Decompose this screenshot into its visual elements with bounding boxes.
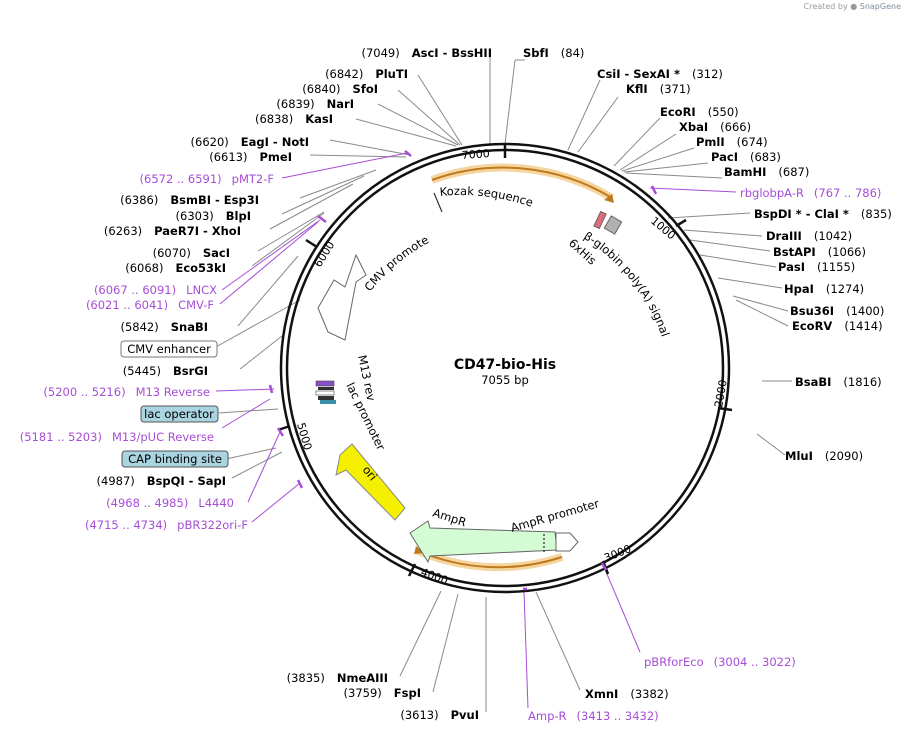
lac-operator-label: lac operator [144,407,214,421]
tick-label-6000: 6000 [312,239,338,270]
feature-shapes [315,192,623,564]
site-label: (5842)SnaBI [120,320,208,334]
primer-label: (5200 .. 5216)M13 Reverse [43,385,210,399]
site-labels-right: SbfI(84) CsiI - SexAI *(312) KflI(371) E… [523,46,892,701]
site-label: (6839)NarI [276,97,354,111]
site-label: (3759)FspI [344,686,421,700]
site-label: (6263)PaeR7I - XhoI [104,224,241,238]
primer-labels: (6572 .. 6591)pMT2-F (6067 .. 6091)LNCX … [20,172,882,723]
boxed-feature-labels: CMV enhancer lac operator CAP binding si… [120,340,229,468]
plasmid-length: 7055 bp [481,373,529,387]
site-label: (6620)EagI - NotI [191,135,309,149]
site-label: MluI(2090) [785,449,863,463]
primer-label: (6021 .. 6041)CMV-F [86,298,214,312]
site-label: (6386)BsmBI - Esp3I [120,193,259,207]
orf-arc-top-arrow-icon [604,194,614,203]
site-label: XmnI(3382) [585,687,669,701]
tick-label-7000: 7000 [461,147,490,162]
site-label: (3835)NmeAIII [287,671,388,685]
site-label: DraIII(1042) [766,229,852,243]
site-label: (6070)SacI [153,246,230,260]
site-label: BamHI(687) [724,165,809,179]
site-label: (6303)BlpI [176,209,251,223]
site-label: EcoRI(550) [660,105,739,119]
site-label: (3613)PvuI [400,708,479,722]
primer-label: rbglobpA-R(767 .. 786) [740,186,881,200]
site-label: XbaI(666) [679,120,751,134]
site-label: (4987)BspQI - SapI [97,474,226,488]
site-label: PacI(683) [711,150,781,164]
orf-arc-top [431,166,613,199]
ampr-promoter-label: AmpR promoter [509,496,601,535]
primer-label: (5181 .. 5203)M13/pUC Reverse [20,430,214,444]
site-label: HpaI(1274) [784,282,864,296]
primer-label: (4968 .. 4985)L4440 [106,496,234,510]
primer-label: (6572 .. 6591)pMT2-F [140,172,274,186]
plasmid-name: CD47-bio-His [454,357,556,373]
site-label: PmlI(674) [696,135,768,149]
site-label: (5445)BsrGI [123,364,208,378]
polya-label: β-globin poly(A) signal [581,229,672,339]
site-label: EcoRV(1414) [792,319,883,333]
site-label: (6068)Eco53kI [125,261,226,275]
site-label: BspDI * - ClaI *(835) [754,207,892,221]
site-label: (6838)KasI [255,112,333,126]
site-label: BsaBI(1816) [795,375,882,389]
credit-prefix: Created by [803,2,848,11]
ampr-label: AmpR [431,506,468,530]
cap-binding-site-label: CAP binding site [128,452,222,466]
site-label: KflI(371) [626,82,691,96]
site-label: Bsu36I(1400) [790,304,884,318]
site-label: SbfI(84) [523,46,584,60]
site-label: PasI(1155) [778,260,855,274]
snapgene-logo-icon: ● [850,2,858,11]
primer-label: pBRforEco(3004 .. 3022) [644,655,796,669]
primer-label: (4715 .. 4734)pBR322ori-F [85,518,248,532]
site-label: BstAPI(1066) [773,245,866,259]
primer-label: Amp-R(3413 .. 3432) [528,709,659,723]
site-label: (6613)PmeI [209,150,292,164]
site-label: CsiI - SexAI *(312) [597,67,723,81]
kozak-label: Kozak sequence [439,184,535,210]
tick-label-2000: 2000 [712,379,730,409]
primer-label: (6067 .. 6091)LNCX [94,283,217,297]
leader-lines [213,54,792,712]
snapgene-credit: Created by ● SnapGene [804,2,901,11]
site-label: (6842)PluTI [325,67,408,81]
site-labels-left: (7049)AscI - BssHII (6842)PluTI (6840)Sf… [97,46,492,722]
primer-marks [268,150,658,591]
site-label: (6840)SfoI [302,82,378,96]
primer-leader-lines [215,152,737,709]
backbone-ticks [277,144,733,577]
tick-label-4000: 4000 [419,566,450,588]
cmv-enhancer-label: CMV enhancer [127,342,211,356]
credit-brand: SnapGene [859,2,901,11]
site-label: (7049)AscI - BssHII [361,46,492,60]
